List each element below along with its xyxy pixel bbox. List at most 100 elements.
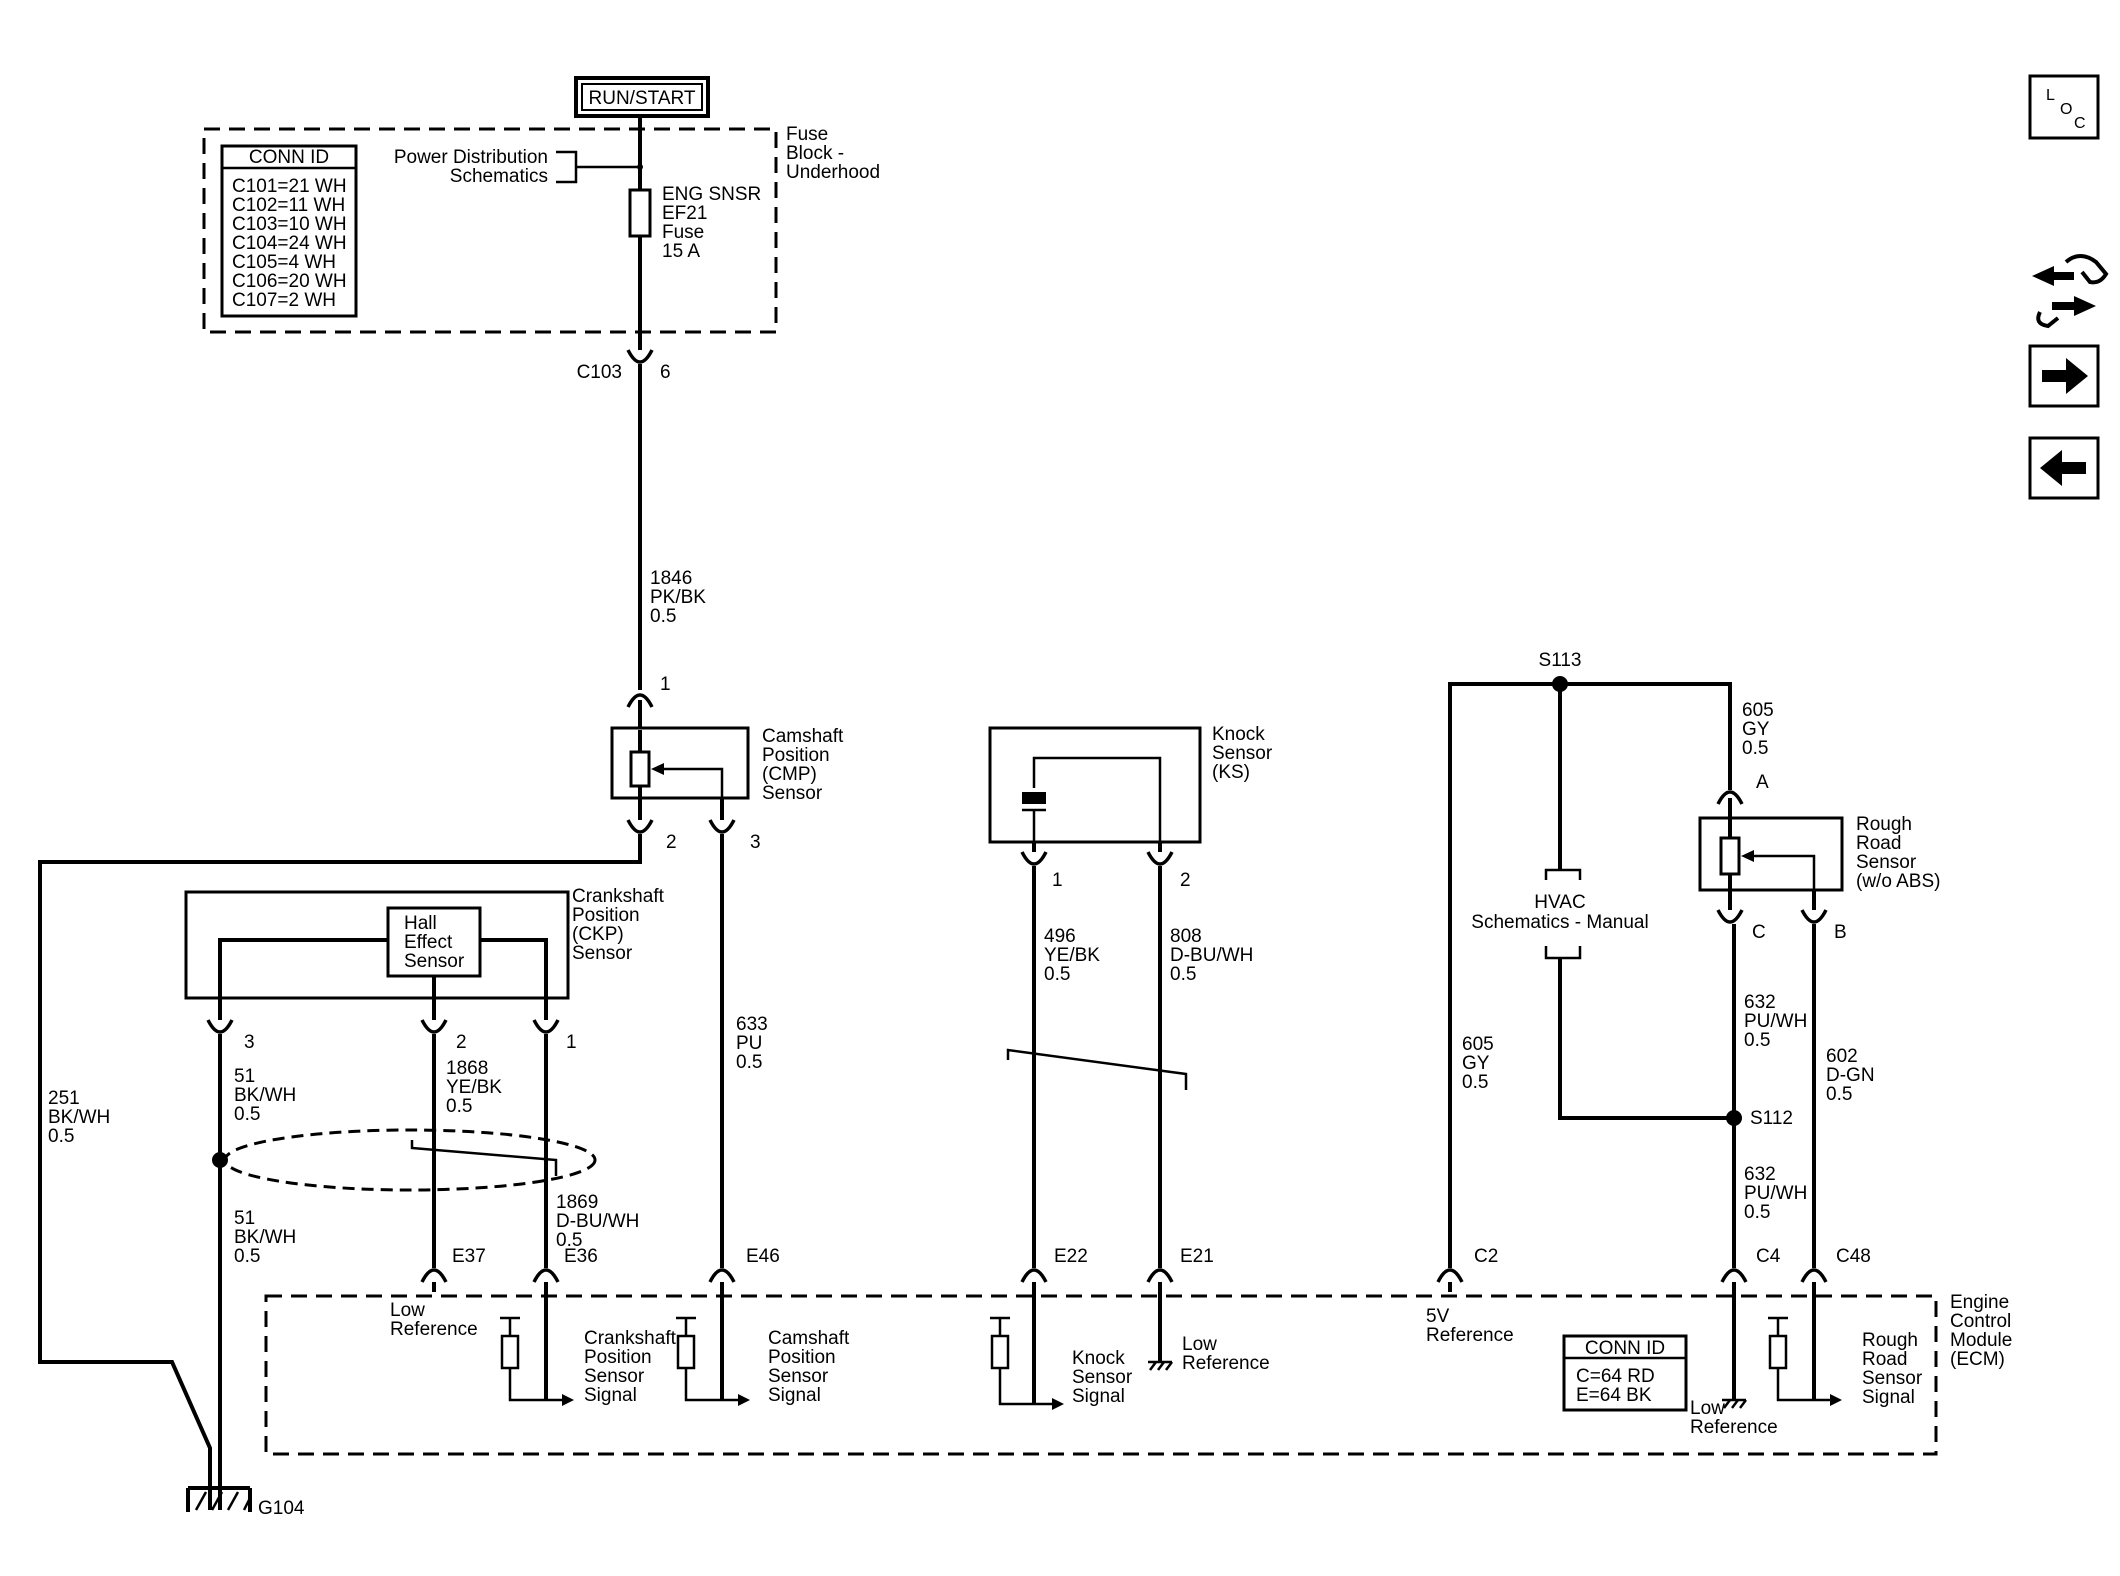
svg-text:(w/o ABS): (w/o ABS)	[1856, 871, 1940, 892]
svg-text:0.5: 0.5	[650, 606, 676, 627]
hvac-ref-bottom-bracket	[1544, 946, 1582, 960]
cmp-connector-pin-2	[626, 819, 654, 834]
svg-text:0.5: 0.5	[234, 1246, 260, 1267]
conn-id-table: CONN ID C101=21 WH C102=11 WH C103=10 WH…	[220, 144, 358, 318]
svg-text:E=64 BK: E=64 BK	[1576, 1385, 1652, 1406]
svg-text:Position: Position	[572, 905, 640, 926]
cmp-wiper-line	[664, 767, 724, 798]
svg-text:Effect: Effect	[404, 932, 453, 953]
svg-text:Sensor: Sensor	[1072, 1367, 1133, 1388]
c103-pin-label: 6	[660, 362, 671, 383]
svg-text:Schematics: Schematics	[450, 166, 548, 187]
c103-label: C103	[577, 362, 622, 383]
svg-text:0.5: 0.5	[446, 1096, 472, 1117]
knock-inner-wire	[1032, 756, 1162, 842]
arrow-left-icon	[2040, 450, 2086, 486]
arrow-right-icon	[2042, 358, 2088, 394]
svg-text:Module: Module	[1950, 1330, 2012, 1351]
cmp-pin-2-label: 2	[666, 832, 677, 853]
ecm-ckp-signal-label: Crankshaft Position Sensor Signal	[584, 1328, 677, 1406]
wire-605-loop	[1448, 682, 1732, 1268]
ckp-pin-3-label: 3	[244, 1032, 255, 1053]
knock-piezo-element	[1022, 792, 1046, 804]
ecm-pin-c2: C2	[1436, 1246, 1498, 1283]
svg-text:Low: Low	[1182, 1334, 1217, 1355]
svg-text:PU/WH: PU/WH	[1744, 1183, 1807, 1204]
svg-text:C4: C4	[1756, 1246, 1781, 1267]
rr-connector-pin-b	[1800, 909, 1828, 924]
previous-page-button[interactable]	[2028, 436, 2100, 500]
svg-text:(CMP): (CMP)	[762, 764, 817, 785]
ckp-pin-1-label: 1	[566, 1032, 577, 1053]
svg-text:1869: 1869	[556, 1192, 598, 1213]
svg-text:Position: Position	[584, 1347, 652, 1368]
svg-text:Sensor: Sensor	[404, 951, 465, 972]
svg-text:Sensor: Sensor	[572, 943, 633, 964]
wire-251	[38, 834, 642, 1510]
svg-text:Fuse: Fuse	[786, 124, 828, 145]
svg-text:Schematics - Manual: Schematics - Manual	[1471, 912, 1648, 933]
svg-text:632: 632	[1744, 1164, 1776, 1185]
svg-text:496: 496	[1044, 926, 1076, 947]
wire-632a-label: 632 PU/WH 0.5	[1744, 992, 1807, 1051]
svg-text:0.5: 0.5	[736, 1052, 762, 1073]
ckp-inner-wire-3	[218, 938, 388, 1020]
svg-text:E46: E46	[746, 1246, 780, 1267]
svg-text:5V: 5V	[1426, 1306, 1450, 1327]
svg-text:C101=21 WH: C101=21 WH	[232, 176, 347, 197]
svg-text:PU/WH: PU/WH	[1744, 1011, 1807, 1032]
rr-pin-a-label: A	[1756, 772, 1769, 793]
svg-text:E21: E21	[1180, 1246, 1214, 1267]
cmp-resistor	[629, 750, 651, 788]
svg-text:Low: Low	[1690, 1398, 1725, 1419]
twisted-pair-shield	[223, 1128, 597, 1192]
svg-text:GY: GY	[1742, 719, 1770, 740]
component-swap-icon[interactable]	[2032, 254, 2109, 329]
svg-text:D-BU/WH: D-BU/WH	[1170, 945, 1253, 966]
ecm-low-ref-e21: Low Reference	[1182, 1334, 1270, 1374]
s112-label: S112	[1750, 1108, 1793, 1129]
rr-pin-b-label: B	[1834, 922, 1847, 943]
s113-label: S113	[1539, 650, 1582, 671]
wire-496-label: 496 YE/BK 0.5	[1044, 926, 1100, 985]
hvac-ref-label: HVAC Schematics - Manual	[1471, 892, 1648, 933]
rr-connector-pin-a	[1716, 790, 1744, 805]
svg-text:632: 632	[1744, 992, 1776, 1013]
svg-text:Sensor: Sensor	[584, 1366, 645, 1387]
svg-text:1868: 1868	[446, 1058, 488, 1079]
wire-605b-label: 605 GY 0.5	[1462, 1034, 1494, 1093]
wire-hvac-s112	[1558, 958, 1734, 1120]
loc-button[interactable]: L O C	[2028, 74, 2100, 140]
ckp-connector-pin-2	[420, 1019, 448, 1034]
cmp-connector-pin-1	[626, 693, 654, 708]
svg-text:15 A: 15 A	[662, 241, 700, 262]
svg-text:Sensor: Sensor	[1212, 743, 1273, 764]
svg-text:51: 51	[234, 1066, 255, 1087]
ecm-pin-c4: C4	[1720, 1246, 1781, 1283]
svg-text:E22: E22	[1054, 1246, 1088, 1267]
wire-51a-label: 51 BK/WH 0.5	[234, 1066, 296, 1125]
loc-letter-l: L	[2046, 87, 2055, 104]
svg-text:D-BU/WH: D-BU/WH	[556, 1211, 639, 1232]
svg-text:PU: PU	[736, 1033, 762, 1054]
svg-text:602: 602	[1826, 1046, 1858, 1067]
rr-pin-c-label: C	[1752, 922, 1766, 943]
svg-text:Low: Low	[390, 1300, 425, 1321]
svg-text:Reference: Reference	[1426, 1325, 1514, 1346]
svg-text:Signal: Signal	[584, 1385, 637, 1406]
hvac-ref-top-bracket	[1544, 868, 1582, 880]
wire-602-label: 602 D-GN 0.5	[1826, 1046, 1875, 1105]
svg-text:Engine: Engine	[1950, 1292, 2009, 1313]
knock-sensor-name: Knock Sensor (KS)	[1212, 724, 1273, 783]
wire-51b-label: 51 BK/WH 0.5	[234, 1208, 296, 1267]
svg-text:Camshaft: Camshaft	[768, 1328, 850, 1349]
next-page-button[interactable]	[2028, 344, 2100, 408]
run-start-box: RUN/START	[574, 76, 710, 118]
cmp-pin-1-label: 1	[660, 674, 671, 695]
svg-text:Position: Position	[762, 745, 830, 766]
svg-text:Signal: Signal	[768, 1385, 821, 1406]
wire-808-label: 808 D-BU/WH 0.5	[1170, 926, 1253, 985]
svg-text:(ECM): (ECM)	[1950, 1349, 2005, 1370]
cmp-pin-3-label: 3	[750, 832, 761, 853]
svg-text:PK/BK: PK/BK	[650, 587, 706, 608]
